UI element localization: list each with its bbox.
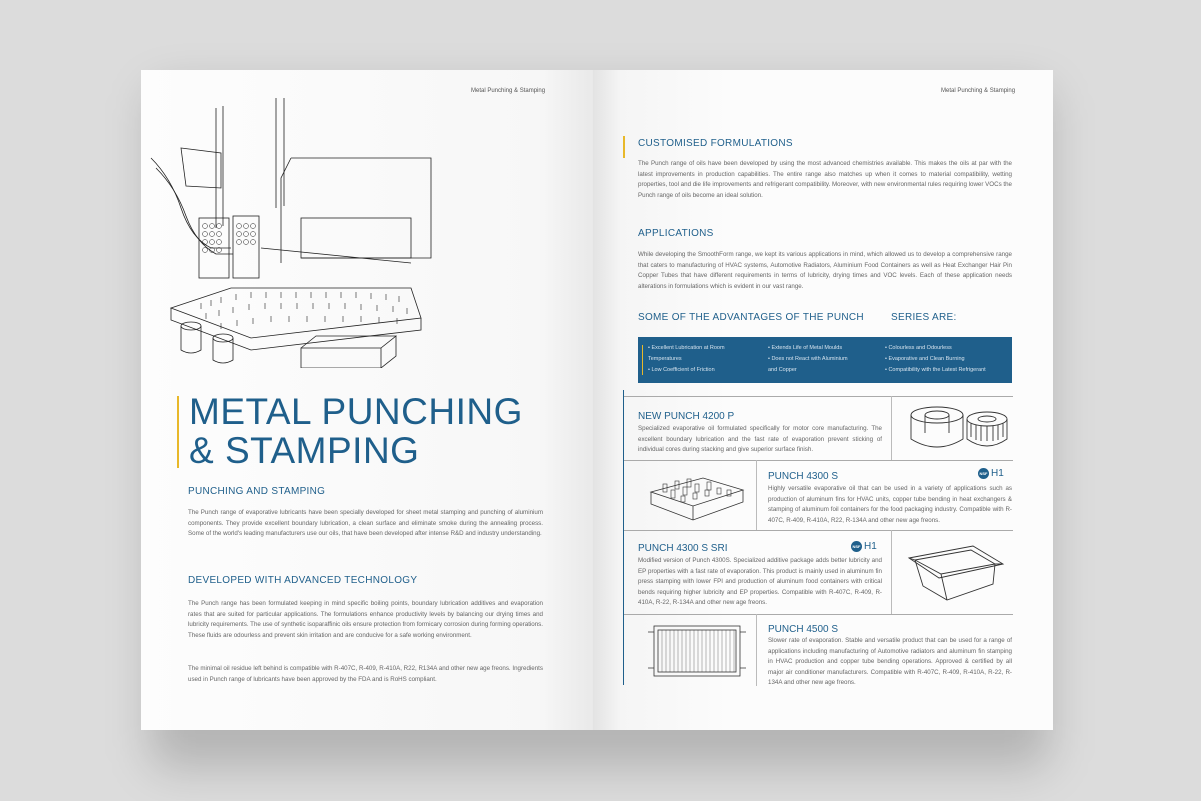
advantages-heading-tail: SERIES ARE: <box>891 312 957 323</box>
section-heading-technology: DEVELOPED WITH ADVANCED TECHNOLOGY <box>188 575 418 586</box>
machine-line-illustration <box>150 98 432 368</box>
divider <box>756 614 757 686</box>
advantage-item: • Extends Life of Metal Moulds <box>768 345 843 351</box>
advantages-col-1: • Excellent Lubrication at Room Temperat… <box>648 343 758 376</box>
product-body-4200p: Specialized evaporative oil formulated s… <box>638 425 882 453</box>
panel-accent <box>642 345 643 375</box>
left-page: Metal Punching & Stamping <box>141 70 593 730</box>
running-head: Metal Punching & Stamping <box>941 88 1016 94</box>
advantage-item: • Colourless and Odourless <box>885 345 952 351</box>
divider <box>623 530 1013 531</box>
advantages-heading: SOME OF THE ADVANTAGES OF THE PUNCH SERI… <box>638 312 957 323</box>
advantage-item: • Excellent Lubrication at Room <box>648 345 725 351</box>
nsf-icon: NSF <box>851 541 862 552</box>
product-name-4500s: PUNCH 4500 S <box>768 624 839 635</box>
section-heading-punching: PUNCHING AND STAMPING <box>188 486 326 497</box>
advantage-item: • Does not React with Aluminium <box>768 356 848 362</box>
nsf-rating: H1 <box>864 541 877 552</box>
advantages-col-3: • Colourless and Odourless • Evaporative… <box>885 343 1010 376</box>
advantage-item: • Low Coefficient of Friction <box>648 367 715 373</box>
title-line-1: METAL PUNCHING <box>189 391 523 432</box>
product-accent-rule <box>623 390 624 685</box>
divider <box>623 460 1013 461</box>
section-heading-customised: CUSTOMISED FORMULATIONS <box>638 138 793 149</box>
foil-container-image <box>907 545 1005 601</box>
product-body-4300s-sri: Modified version of Punch 4300S. Special… <box>638 557 882 606</box>
section-accent-bar <box>623 136 625 158</box>
advantages-panel: • Excellent Lubrication at Room Temperat… <box>638 337 1012 383</box>
divider <box>623 396 1013 397</box>
product-name-4200p: NEW PUNCH 4200 P <box>638 411 735 422</box>
running-head: Metal Punching & Stamping <box>471 88 546 94</box>
motor-core-image <box>910 406 1008 448</box>
advantage-item: Temperatures <box>648 356 682 362</box>
radiator-image <box>648 625 746 677</box>
title-line-2: & STAMPING <box>189 430 420 471</box>
divider <box>891 396 892 460</box>
advantage-item: • Evaporative and Clean Burning <box>885 356 965 362</box>
section-body-punching: The Punch range of evaporative lubricant… <box>188 509 543 537</box>
section-body-technology-1: The Punch range has been formulated keep… <box>188 600 543 639</box>
page-title: METAL PUNCHING & STAMPING <box>189 392 523 470</box>
section-body-technology-2: The minimal oil residue left behind is c… <box>188 665 543 683</box>
nsf-h1-badge: NSF H1 <box>851 541 877 552</box>
section-heading-applications: APPLICATIONS <box>638 228 714 239</box>
title-accent-bar <box>177 396 179 468</box>
product-name-4300s-sri: PUNCH 4300 S SRI <box>638 543 728 554</box>
advantage-item: • Compatibility with the Latest Refriger… <box>885 367 986 373</box>
nsf-h1-badge: NSF H1 <box>978 468 1004 479</box>
product-body-4500s: Slower rate of evaporation. Stable and v… <box>768 637 1012 686</box>
advantages-heading-text: SOME OF THE ADVANTAGES OF THE PUNCH <box>638 312 864 323</box>
divider <box>891 530 892 614</box>
product-name-4300s: PUNCH 4300 S <box>768 471 839 482</box>
fin-tube-image <box>649 477 745 521</box>
nsf-rating: H1 <box>991 468 1004 479</box>
section-body-customised: The Punch range of oils have been develo… <box>638 160 1012 199</box>
advantages-col-2: • Extends Life of Metal Moulds • Does no… <box>768 343 883 376</box>
advantage-item: and Copper <box>768 367 797 373</box>
nsf-icon: NSF <box>978 468 989 479</box>
section-body-applications: While developing the SmoothForm range, w… <box>638 251 1012 290</box>
right-page: Metal Punching & Stamping CUSTOMISED FOR… <box>593 70 1053 730</box>
product-body-4300s: Highly versatile evaporative oil that ca… <box>768 485 1012 524</box>
divider <box>756 460 757 530</box>
divider <box>623 614 1013 615</box>
